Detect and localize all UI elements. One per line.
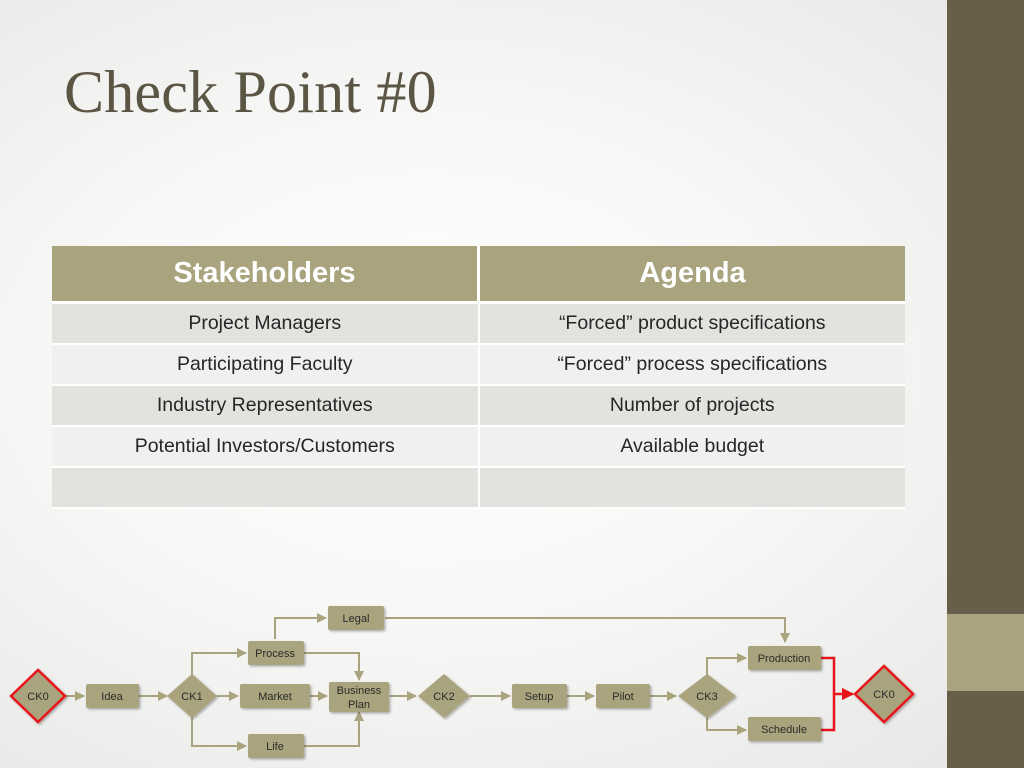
ck1-node: CK1 [167, 674, 217, 718]
setup-label: Setup [525, 691, 554, 703]
ck1-label: CK1 [181, 691, 202, 703]
table-row: Project Managers “Forced” product specif… [52, 302, 905, 345]
arrow-ck1-life [191, 716, 247, 751]
arrow-ck3-production [706, 653, 747, 676]
stakeholder-cell: Participating Faculty [52, 344, 480, 386]
stakeholder-cell: Industry Representatives [52, 385, 480, 427]
agenda-cell: Number of projects [478, 385, 905, 427]
life-node: Life [248, 734, 304, 758]
agenda-cell: “Forced” product specifications [478, 302, 905, 345]
legal-label: Legal [343, 613, 370, 625]
arrow-ck1-process [191, 648, 247, 676]
stakeholder-cell [52, 467, 480, 509]
setup-node: Setup [512, 684, 567, 708]
production-label: Production [758, 653, 811, 665]
ck0-start-node: CK0 [9, 668, 67, 724]
process-flow-diagram: CK0 Idea CK1 Process Market Life Legal B… [9, 606, 915, 758]
slide-title: Check Point #0 [64, 59, 437, 125]
schedule-label: Schedule [761, 724, 807, 736]
business-plan-label-line2: Plan [348, 699, 370, 711]
arrow-legal-production [385, 617, 790, 643]
business-plan-label-line1: Business [337, 685, 382, 697]
table-row: Participating Faculty “Forced” process s… [52, 344, 905, 386]
legal-node: Legal [328, 606, 384, 630]
stakeholder-cell: Project Managers [52, 302, 480, 345]
connector-lines [63, 613, 790, 751]
table-row: Potential Investors/Customers Available … [52, 426, 905, 468]
business-plan-node: Business Plan [329, 682, 389, 712]
stakeholder-table: Stakeholders Agenda Project Managers “Fo… [52, 246, 905, 509]
header-agenda: Agenda [478, 246, 905, 304]
highlight-connectors [821, 656, 855, 732]
process-node: Process [248, 641, 304, 665]
ck2-label: CK2 [433, 691, 454, 703]
agenda-cell: Available budget [478, 426, 905, 468]
ck0-start-label: CK0 [27, 691, 48, 703]
ck0-end-node: CK0 [853, 664, 915, 724]
market-label: Market [258, 691, 292, 703]
table-row: Industry Representatives Number of proje… [52, 385, 905, 427]
arrow-process-legal [274, 613, 327, 639]
pilot-label: Pilot [612, 691, 633, 703]
agenda-cell: “Forced” process specifications [478, 344, 905, 386]
market-node: Market [240, 684, 310, 708]
table-header-row: Stakeholders Agenda [52, 246, 905, 304]
pilot-node: Pilot [596, 684, 650, 708]
ck0-end-label: CK0 [873, 689, 894, 701]
arrow-process-businessplan [304, 652, 364, 681]
schedule-node: Schedule [748, 717, 821, 741]
ck3-label: CK3 [696, 691, 717, 703]
idea-node: Idea [86, 684, 139, 708]
arrow-production-ck0 [821, 656, 855, 701]
idea-label: Idea [101, 691, 123, 703]
arrow-life-businessplan [304, 711, 364, 747]
production-node: Production [748, 646, 821, 670]
life-label: Life [266, 741, 284, 753]
process-label: Process [255, 648, 295, 660]
ck3-node: CK3 [678, 674, 736, 718]
agenda-cell [478, 467, 905, 509]
arrow-schedule-ck0 [821, 694, 836, 732]
header-stakeholders: Stakeholders [52, 246, 480, 304]
arrow-ck3-schedule [706, 716, 747, 735]
table-row [52, 467, 905, 509]
sidebar-band [947, 0, 1024, 768]
ck2-node: CK2 [418, 674, 470, 718]
stakeholder-cell: Potential Investors/Customers [52, 426, 480, 468]
sidebar-accent-block [947, 614, 1024, 691]
